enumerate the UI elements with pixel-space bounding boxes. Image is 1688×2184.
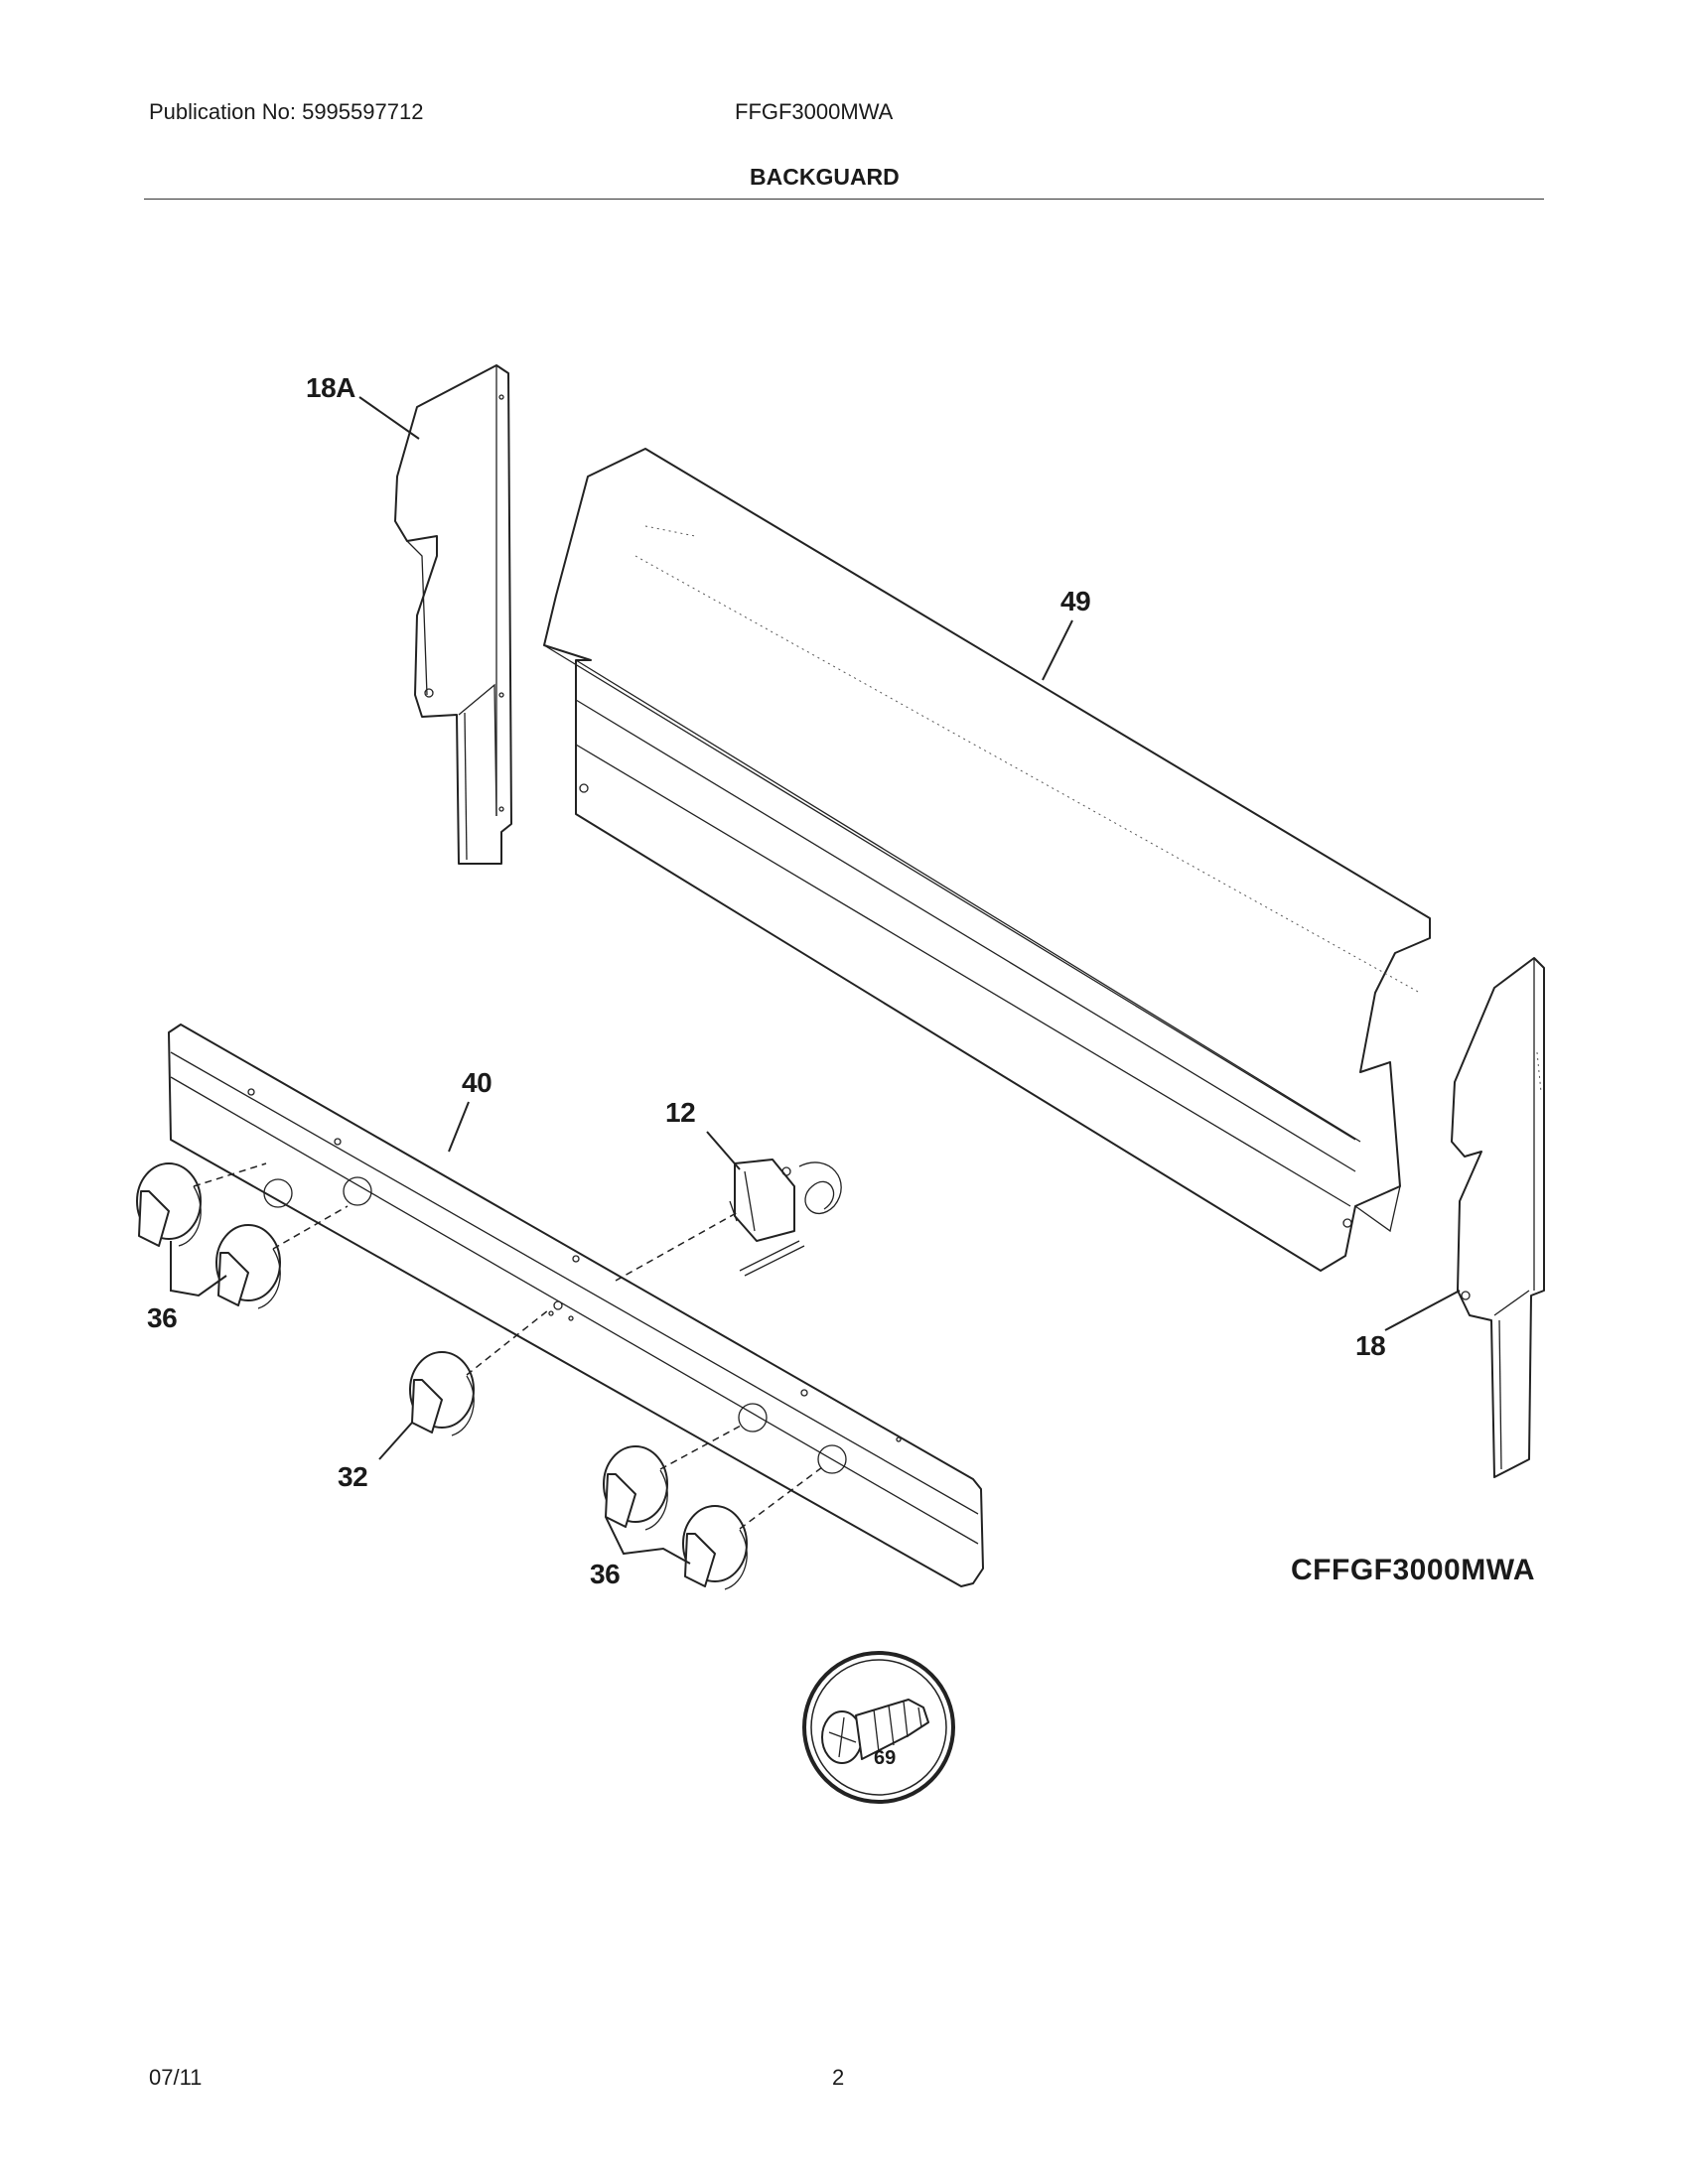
part-49-backguard-panel	[543, 448, 1431, 1272]
callout-36-right: 36	[590, 1559, 621, 1589]
callout-12: 12	[665, 1097, 696, 1128]
callout-32: 32	[338, 1461, 368, 1492]
callout-49: 49	[1060, 586, 1091, 616]
header-divider	[144, 199, 1544, 200]
callout-36-left: 36	[147, 1302, 178, 1333]
callout-18a: 18A	[306, 372, 355, 403]
knob-36-upper-left-2	[215, 1224, 281, 1309]
knob-36-lower-right-1	[603, 1445, 668, 1531]
part-40-control-panel	[168, 1024, 984, 1587]
callout-18: 18	[1355, 1330, 1386, 1361]
knob-36-upper-left-1	[136, 1162, 202, 1247]
diagram-code: CFFGF3000MWA	[1291, 1554, 1536, 1586]
section-title: BACKGUARD	[750, 164, 900, 190]
page-number: 2	[832, 2065, 845, 2090]
callout-40: 40	[462, 1067, 492, 1098]
part-12-thermostat	[729, 1159, 842, 1277]
footer-date: 07/11	[149, 2065, 203, 2090]
knob-36-lower-right-2	[682, 1505, 748, 1590]
knob-32-center	[409, 1351, 475, 1436]
screw-69-detail	[802, 1651, 955, 1804]
leader-lines	[170, 396, 1461, 1565]
assembly-lines	[193, 1162, 823, 1530]
publication-number: Publication No: 5995597712	[149, 99, 424, 124]
part-18-right-side-panel	[1451, 957, 1545, 1478]
part-18a-left-side-panel	[394, 364, 512, 865]
callout-69: 69	[874, 1747, 897, 1769]
model-number: FFGF3000MWA	[735, 99, 894, 124]
